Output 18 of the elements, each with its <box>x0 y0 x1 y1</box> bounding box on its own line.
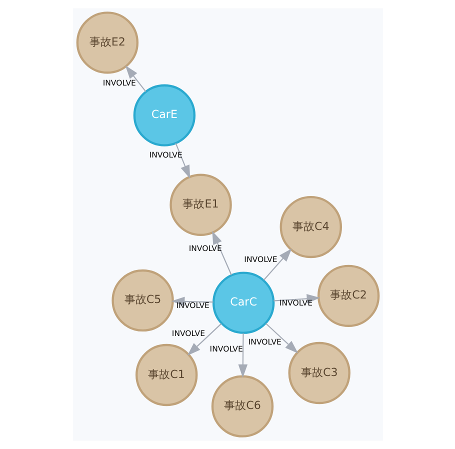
arrow <box>186 323 222 356</box>
node-circle: CarE <box>132 84 196 146</box>
node-circle: 事故C2 <box>316 264 380 328</box>
node-circle: 事故C6 <box>210 375 274 438</box>
arrow <box>212 230 232 276</box>
node-circle: 事故C3 <box>288 342 350 404</box>
node-circle: 事故E1 <box>169 174 232 236</box>
node-circle: 事故C4 <box>279 196 342 258</box>
node-circle: 事故C1 <box>134 344 198 406</box>
arrow <box>265 323 298 354</box>
node-circle: CarC <box>212 272 274 334</box>
node-circle: 事故C5 <box>111 269 174 332</box>
arrow <box>262 248 292 280</box>
arrow <box>238 333 248 378</box>
arrow <box>273 294 320 304</box>
arrow <box>124 65 146 92</box>
node-circle: 事故E2 <box>76 12 138 74</box>
arrow <box>174 142 190 179</box>
